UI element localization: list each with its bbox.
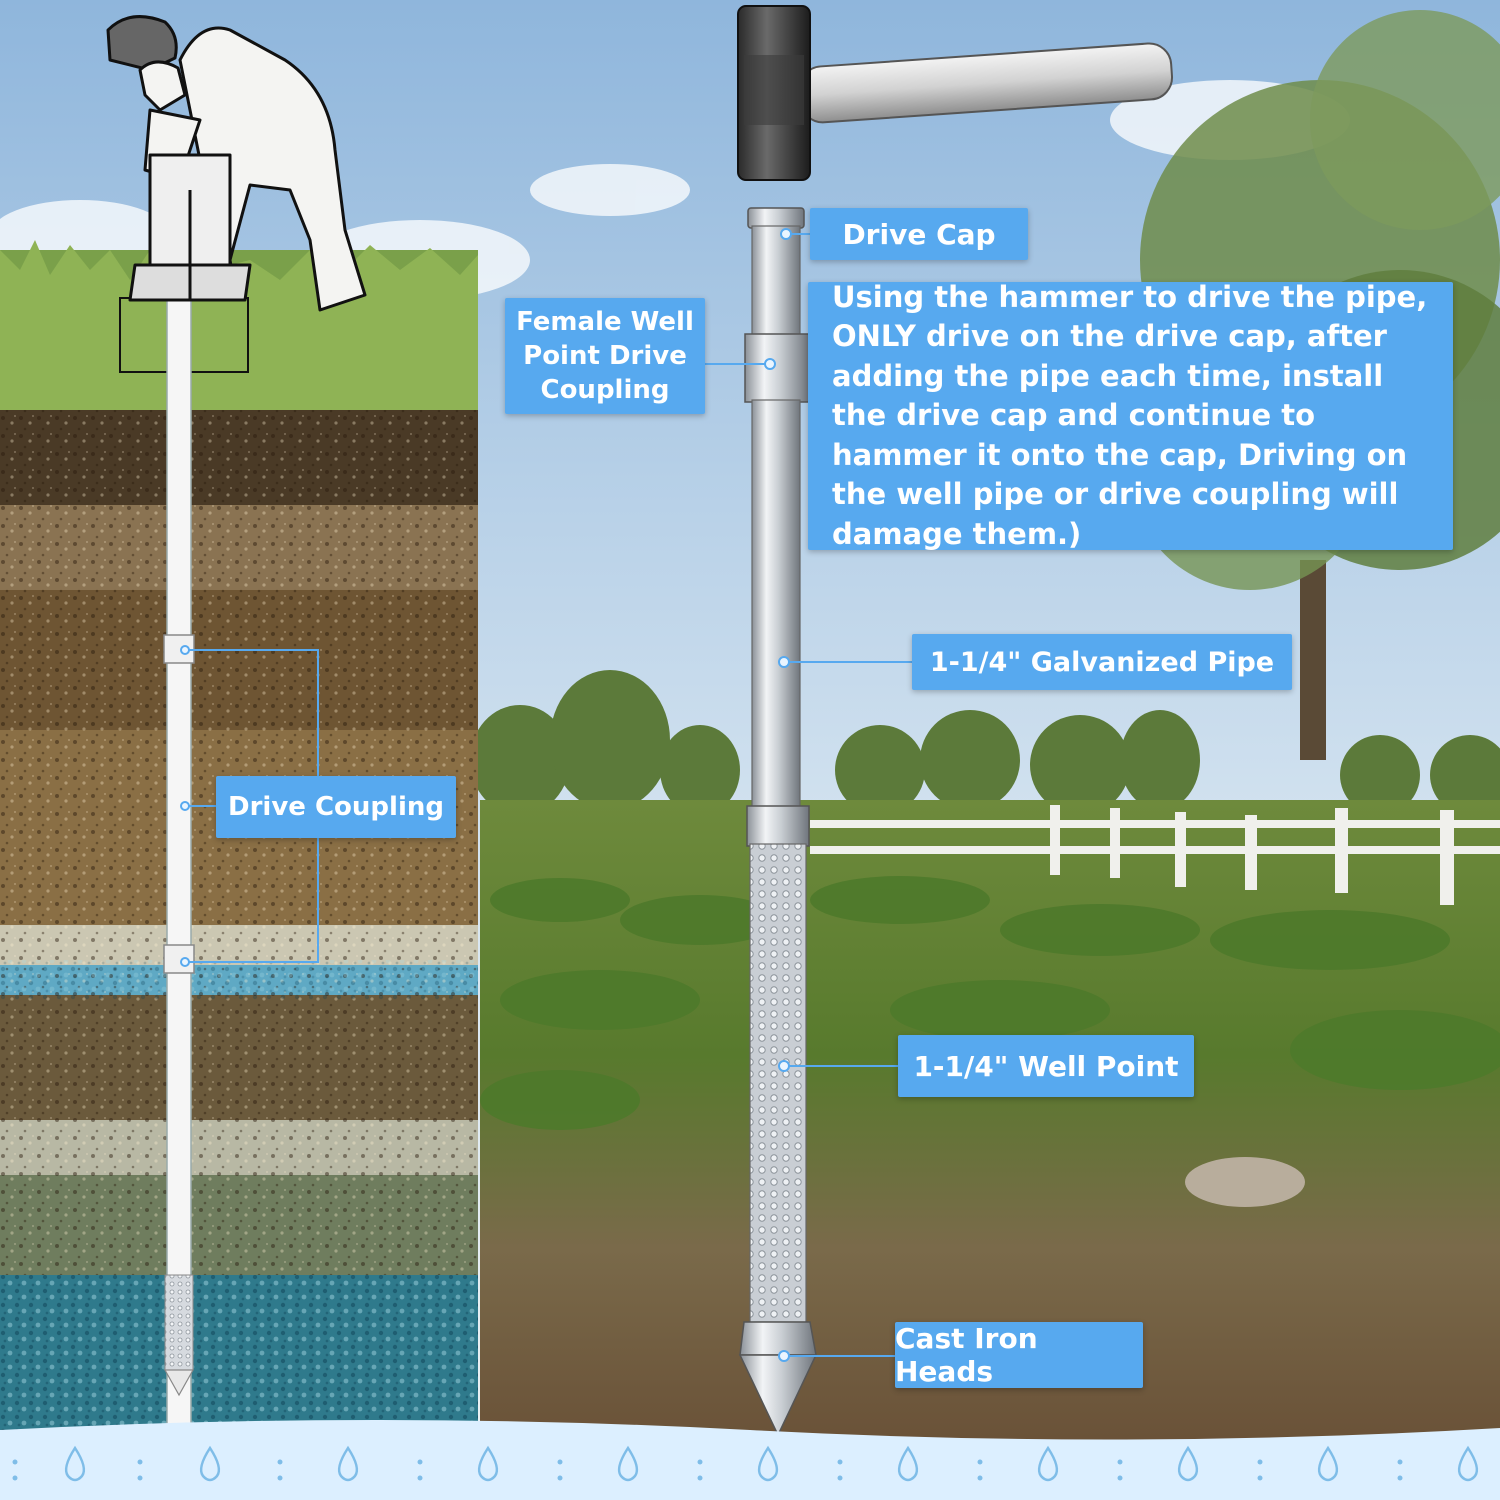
label-instruction: Using the hammer to drive the pipe, ONLY…	[808, 280, 1453, 551]
water-drop-icon	[897, 1445, 919, 1482]
water-drop-icon	[477, 1445, 499, 1482]
field-rock	[1185, 1157, 1305, 1207]
water-drop-icon	[199, 1445, 221, 1482]
water-drop-icon	[1037, 1445, 1059, 1482]
water-drop-icon	[617, 1445, 639, 1482]
label-cast-iron-heads: Cast Iron Heads	[895, 1322, 1143, 1388]
right-callout-lines	[180, 228, 912, 1362]
label-well-point: 1-1/4" Well Point	[898, 1035, 1194, 1097]
label-female-coupling-text: Female Well Point Drive Coupling	[516, 307, 694, 405]
worker-illustration	[106, 15, 367, 312]
tree-line	[470, 670, 1500, 815]
fence	[810, 805, 1500, 905]
crop-rows	[480, 876, 1500, 1130]
water-drop-icon	[337, 1445, 359, 1482]
water-drop-icon	[1177, 1445, 1199, 1482]
label-well-point-text: 1-1/4" Well Point	[913, 1049, 1179, 1083]
left-callout-lines	[185, 649, 319, 963]
label-female-coupling: Female Well Point Drive Coupling	[505, 298, 705, 414]
water-band	[0, 1420, 1500, 1500]
soil-cross-section	[0, 240, 478, 1440]
water-drop-icon	[1457, 1445, 1479, 1482]
label-cast-iron-heads-text: Cast Iron Heads	[895, 1322, 1038, 1388]
water-drop-icon	[1317, 1445, 1339, 1482]
label-galvanized-pipe: 1-1/4" Galvanized Pipe	[912, 634, 1292, 690]
label-drive-coupling-text: Drive Coupling	[228, 792, 444, 822]
right-well-assembly	[738, 207, 818, 1437]
label-drive-cap-text: Drive Cap	[842, 217, 996, 251]
label-galvanized-pipe-text: 1-1/4" Galvanized Pipe	[929, 646, 1275, 678]
label-drive-cap: Drive Cap	[810, 208, 1028, 260]
label-instruction-text: Using the hammer to drive the pipe, ONLY…	[832, 279, 1428, 551]
label-drive-coupling: Drive Coupling	[216, 776, 456, 838]
water-drop-icon	[64, 1445, 86, 1482]
left-well-pipe	[119, 297, 249, 1500]
hammer-icon	[737, 5, 1174, 181]
water-drop-icon	[757, 1445, 779, 1482]
